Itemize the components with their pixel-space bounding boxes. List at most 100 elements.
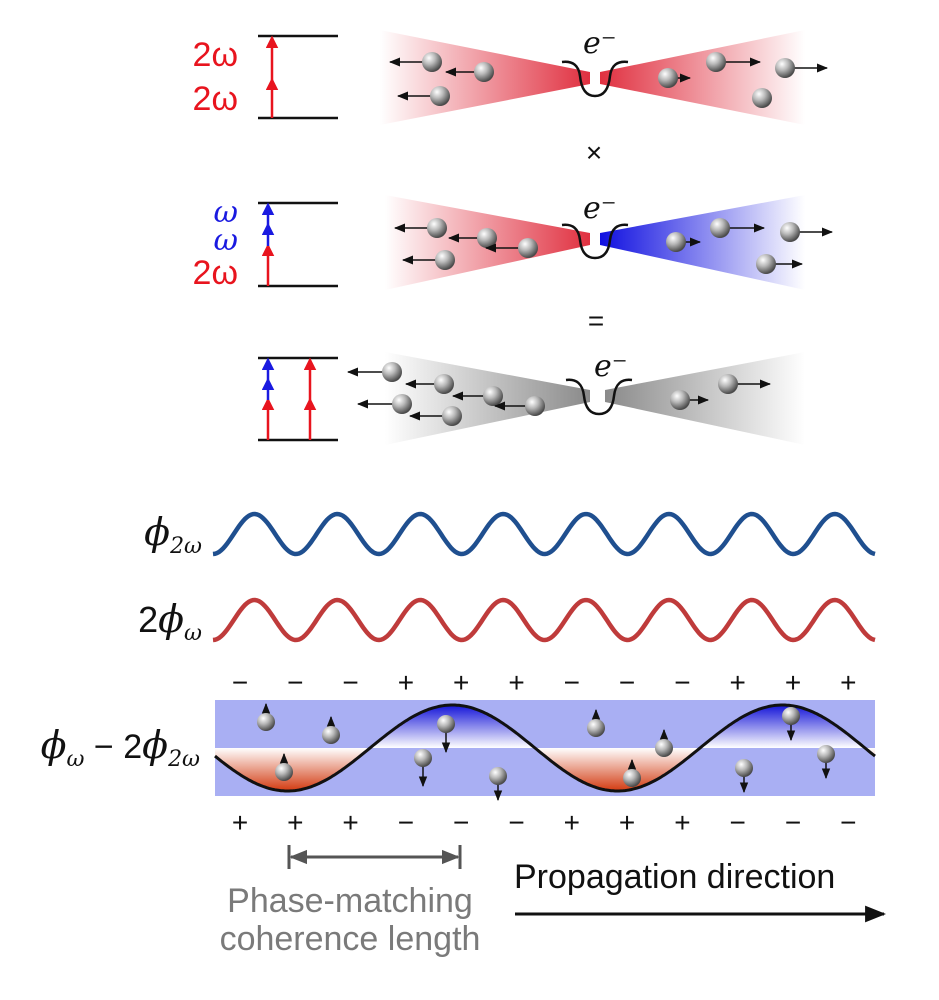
electron-ball bbox=[430, 86, 450, 106]
phi-symbol: ϕ bbox=[41, 723, 67, 767]
sign-row-top: −−−+++−−−+++ bbox=[232, 667, 857, 698]
positive-lobe-fill bbox=[371, 705, 865, 748]
wave-2phi-w bbox=[212, 597, 876, 643]
electron-ball bbox=[474, 62, 494, 82]
electron-ball bbox=[435, 250, 455, 270]
electron bbox=[666, 232, 702, 252]
electron bbox=[437, 715, 455, 754]
cone-right bbox=[600, 30, 805, 125]
sign-mark: − bbox=[342, 667, 358, 698]
cone-panel-top: e⁻ bbox=[380, 26, 805, 125]
potential-well bbox=[561, 60, 629, 98]
electron-ball bbox=[442, 406, 462, 426]
electron bbox=[489, 767, 507, 802]
electron-ball bbox=[392, 394, 412, 414]
sign-mark: + bbox=[287, 807, 303, 838]
sign-mark: + bbox=[619, 807, 635, 838]
potential-well bbox=[565, 378, 633, 416]
level-label-2w-lower: 2ω bbox=[193, 80, 238, 118]
sign-mark: − bbox=[619, 667, 635, 698]
electron bbox=[756, 254, 804, 274]
sign-mark: − bbox=[232, 667, 248, 698]
electron-ball bbox=[414, 749, 432, 767]
sign-mark: + bbox=[342, 807, 358, 838]
electron bbox=[735, 759, 753, 794]
electron-ball bbox=[489, 767, 507, 785]
photoelectrons bbox=[346, 52, 834, 426]
sign-mark: + bbox=[232, 807, 248, 838]
electron bbox=[623, 758, 641, 787]
electron-ball bbox=[477, 228, 497, 248]
electron-ball bbox=[817, 745, 835, 763]
electron-ball bbox=[257, 713, 275, 731]
sign-mark: − bbox=[508, 807, 524, 838]
electron-ball bbox=[434, 374, 454, 394]
electron-ball bbox=[587, 719, 605, 737]
electron-ball bbox=[780, 222, 800, 242]
sign-mark: + bbox=[508, 667, 524, 698]
cone-right bbox=[605, 352, 805, 445]
electron-label: e⁻ bbox=[594, 349, 628, 384]
sign-mark: − bbox=[398, 807, 414, 838]
sign-mark: + bbox=[453, 667, 469, 698]
sign-mark: − bbox=[674, 667, 690, 698]
propagation-label: Propagation direction bbox=[514, 858, 835, 896]
electron-ball bbox=[756, 254, 776, 274]
electron bbox=[346, 362, 402, 382]
electron bbox=[444, 62, 494, 82]
sign-mark: + bbox=[785, 667, 801, 698]
electron-ball bbox=[518, 238, 538, 258]
electron-ball bbox=[658, 68, 678, 88]
electron-ball bbox=[710, 218, 730, 238]
electron bbox=[414, 749, 432, 788]
electron-ball bbox=[718, 374, 738, 394]
subscript: ω bbox=[67, 747, 85, 772]
electron bbox=[752, 88, 772, 108]
electron bbox=[817, 745, 835, 780]
electron bbox=[401, 250, 455, 270]
cone-panel-bottom: e⁻ bbox=[385, 349, 805, 445]
electron bbox=[775, 58, 829, 78]
electron bbox=[396, 86, 450, 106]
cone-panel-middle: e⁻ bbox=[385, 191, 805, 290]
wave-label-2phi-w: 2ϕω bbox=[138, 597, 202, 646]
electron bbox=[718, 374, 772, 394]
electron-ball bbox=[525, 396, 545, 416]
level-label-w-1: ω bbox=[214, 195, 238, 230]
sign-mark: − bbox=[287, 667, 303, 698]
wave-label-difference: ϕω − 2ϕ2ω bbox=[41, 723, 200, 772]
times-sign: × bbox=[586, 137, 602, 168]
svg-text:2ϕω: 2ϕω bbox=[138, 597, 202, 646]
electron bbox=[257, 702, 275, 731]
sign-mark: + bbox=[730, 667, 746, 698]
potential-well bbox=[561, 223, 629, 260]
cone-right bbox=[600, 195, 805, 290]
electron-ball bbox=[706, 52, 726, 72]
phi-symbol: ϕ bbox=[142, 723, 168, 767]
sign-mark: − bbox=[453, 807, 469, 838]
electron bbox=[451, 386, 503, 406]
coherence-label-line1: Phase-matching bbox=[227, 882, 473, 920]
phase-difference-curve bbox=[214, 703, 876, 793]
phase-difference-band bbox=[214, 700, 876, 802]
electron-ball bbox=[775, 58, 795, 78]
electron bbox=[670, 390, 710, 410]
electron bbox=[408, 406, 462, 426]
electron-ball bbox=[623, 769, 641, 787]
electron bbox=[356, 394, 412, 414]
electron bbox=[706, 52, 762, 72]
phi-symbol: ϕ bbox=[158, 597, 184, 641]
negative-lobe-fill bbox=[215, 748, 875, 791]
electron bbox=[587, 708, 605, 737]
sign-mark: + bbox=[674, 807, 690, 838]
sign-mark: − bbox=[564, 667, 580, 698]
energy-diagram-middle: ω ω 2ω bbox=[193, 195, 338, 292]
electron bbox=[484, 238, 538, 258]
electron bbox=[388, 52, 442, 72]
electron-ball bbox=[670, 390, 690, 410]
electron bbox=[275, 752, 293, 781]
electron-ball bbox=[382, 362, 402, 382]
electron-ball bbox=[427, 218, 447, 238]
electron bbox=[710, 218, 766, 238]
svg-text:ϕω − 2ϕ2ω: ϕω − 2ϕ2ω bbox=[41, 723, 200, 772]
